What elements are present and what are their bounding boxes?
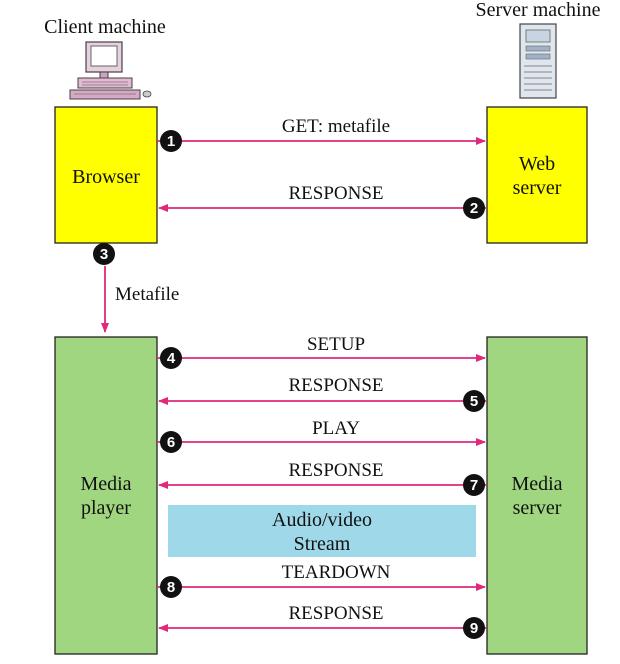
web-server-label-line1: Web bbox=[519, 153, 555, 175]
message-label-8: TEARDOWN bbox=[282, 562, 391, 583]
browser-box bbox=[54, 106, 158, 244]
web-server-label-line2: server bbox=[513, 177, 562, 199]
step-badge-8: 8 bbox=[160, 576, 182, 598]
step-number-9: 9 bbox=[470, 620, 478, 637]
web-server-box bbox=[486, 106, 588, 244]
step-number-2: 2 bbox=[470, 200, 478, 217]
message-label-2: RESPONSE bbox=[288, 183, 383, 204]
step-number-3: 3 bbox=[100, 246, 108, 263]
step-badge-1: 1 bbox=[160, 130, 182, 152]
step-number-7: 7 bbox=[470, 477, 478, 494]
desktop-computer-icon bbox=[69, 41, 152, 100]
browser-label: Browser bbox=[72, 166, 140, 188]
message-label-6: PLAY bbox=[312, 418, 360, 439]
message-label-7: RESPONSE bbox=[288, 460, 383, 481]
message-label-9: RESPONSE bbox=[288, 603, 383, 624]
step-badge-2: 2 bbox=[463, 197, 485, 219]
media-player-label-line1: Media bbox=[80, 473, 131, 495]
step-badge-4: 4 bbox=[160, 347, 182, 369]
message-label-4: SETUP bbox=[307, 334, 365, 355]
step-number-6: 6 bbox=[167, 434, 175, 451]
message-label-3: Metafile bbox=[115, 284, 179, 305]
step-number-8: 8 bbox=[167, 579, 175, 596]
step-number-4: 4 bbox=[167, 350, 176, 367]
message-label-5: RESPONSE bbox=[288, 375, 383, 396]
step-badge-3: 3 bbox=[93, 243, 115, 265]
av-stream-label-line2: Stream bbox=[294, 533, 351, 555]
step-number-5: 5 bbox=[470, 393, 478, 410]
step-number-1: 1 bbox=[167, 133, 175, 150]
client-machine-label: Client machine bbox=[44, 16, 166, 38]
media-player-box bbox=[54, 336, 158, 655]
media-server-box bbox=[486, 336, 588, 655]
media-player-label-line2: player bbox=[81, 497, 131, 519]
av-stream-label-line1: Audio/video bbox=[272, 509, 372, 531]
av-stream-band bbox=[168, 505, 476, 557]
step-badge-5: 5 bbox=[463, 390, 485, 412]
media-server-label-line2: server bbox=[513, 497, 562, 519]
step-badge-9: 9 bbox=[463, 617, 485, 639]
media-server-label-line1: Media bbox=[511, 473, 562, 495]
step-badge-7: 7 bbox=[463, 474, 485, 496]
message-label-1: GET: metafile bbox=[282, 116, 390, 137]
server-machine-label: Server machine bbox=[476, 0, 601, 21]
server-tower-icon bbox=[519, 23, 557, 99]
step-badge-6: 6 bbox=[160, 431, 182, 453]
